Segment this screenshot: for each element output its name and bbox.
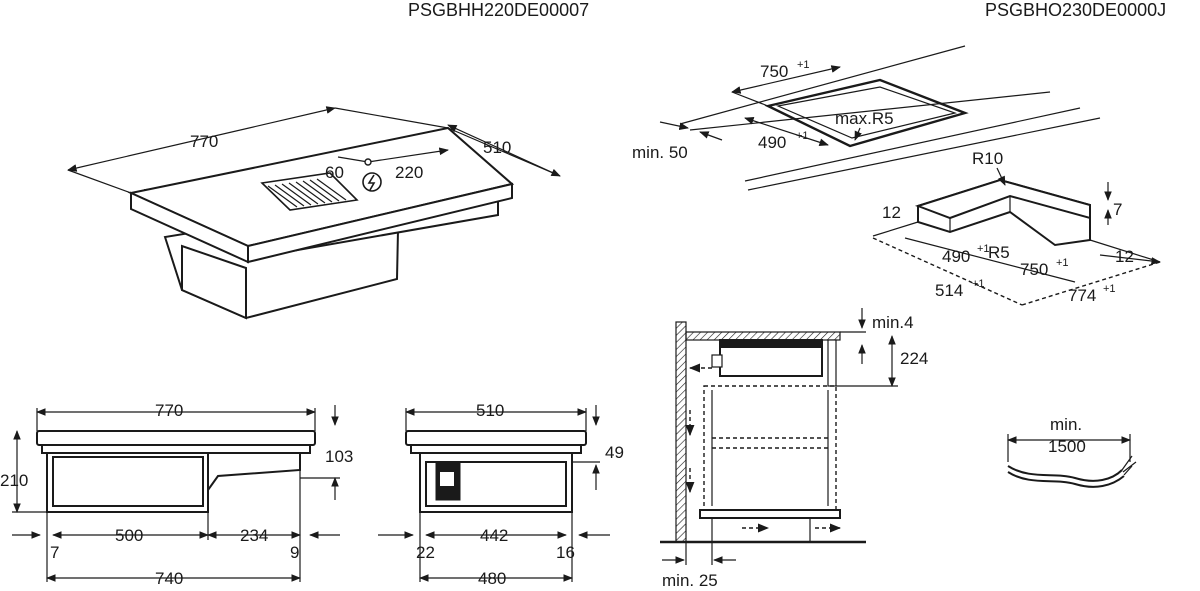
side-left-offset: 22: [416, 543, 435, 562]
front-left-offset: 7: [50, 543, 59, 562]
cutout-detail: R10 12 7 12 490 +1 R5 750 +1 514 +1 774 …: [872, 149, 1161, 306]
left-width-label: 12: [882, 203, 901, 222]
inner-depth-tol: +1: [977, 243, 990, 255]
cutout-depth-label: 490: [758, 133, 786, 152]
inner-depth-label: 490: [942, 247, 970, 266]
cutout-depth-tol: +1: [796, 130, 809, 142]
model-code-right: PSGBHO230DE0000J: [985, 0, 1166, 20]
cutout-width-tol: +1: [797, 59, 810, 71]
outer-width-tol: +1: [1103, 283, 1116, 295]
min-edge-label: min. 50: [632, 143, 688, 162]
height-label: 7: [1113, 200, 1122, 219]
connection-point: [364, 158, 372, 166]
cutout-radius-label: max.R5: [835, 109, 894, 128]
front-right-width: 234: [240, 526, 268, 545]
outer-depth-label: 514: [935, 281, 963, 300]
side-bottom-width: 480: [478, 569, 506, 588]
power-connection-icon: [362, 172, 382, 192]
front-right-offset: 9: [290, 543, 299, 562]
outer-depth-tol: +1: [972, 278, 985, 290]
motor-window: [440, 472, 454, 486]
cutout-top-view: 750 +1 490 +1 max.R5 min. 50: [632, 45, 1101, 191]
install-height: 224: [900, 349, 928, 368]
front-top-thick: 103: [325, 447, 353, 466]
inner-width-label: 750: [1020, 260, 1048, 279]
side-box-width: 442: [480, 526, 508, 545]
front-top-width: 770: [155, 401, 183, 420]
worktop: [685, 331, 841, 341]
wall-hatch: [675, 321, 687, 543]
inner-radius-label: R5: [988, 243, 1010, 262]
cable-min-label: min.: [1050, 415, 1082, 434]
cable-detail: min. 1500: [1007, 415, 1137, 488]
inner-width-tol: +1: [1056, 257, 1069, 269]
side-height-mid: 49: [605, 443, 624, 462]
side-view: 510 49 442 22 16 480: [378, 401, 624, 588]
hob-width-label: 770: [190, 132, 218, 151]
install-min-top: min.4: [872, 313, 914, 332]
front-box-width: 500: [115, 526, 143, 545]
front-height: 210: [0, 471, 28, 490]
front-view: 770 103 210 500 234 7 9 740: [0, 401, 353, 588]
hob-depth-label: 510: [483, 138, 511, 157]
front-bottom-width: 740: [155, 569, 183, 588]
offset-a-label: 60: [325, 163, 344, 182]
offset-b-label: 220: [395, 163, 423, 182]
outer-width-label: 774: [1068, 286, 1096, 305]
cutout-width-label: 750: [760, 62, 788, 81]
install-min-wall: min. 25: [662, 571, 718, 590]
side-right-offset: 16: [556, 543, 575, 562]
radius-outer-label: R10: [972, 149, 1003, 168]
side-top-width: 510: [476, 401, 504, 420]
hob-perspective: 770 510 60 220: [67, 106, 561, 320]
installation-section: min.4 224 min. 25: [660, 308, 928, 590]
model-code-left: PSGBHH220DE00007: [408, 0, 589, 20]
